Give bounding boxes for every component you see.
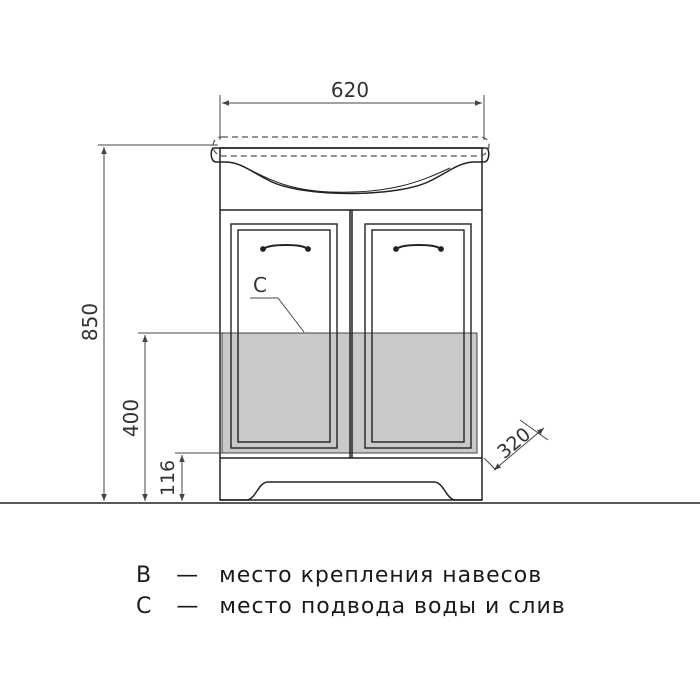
marker-c-pointer (277, 297, 305, 333)
drain-height-dimension (175, 452, 222, 501)
countertop-outline (212, 136, 490, 157)
depth-label: 320 (493, 423, 535, 463)
legend-key-b: B (136, 563, 153, 588)
width-label: 620 (331, 78, 369, 102)
height-dimension (98, 144, 218, 501)
door-left (230, 223, 338, 449)
legend-row-b: B — место крепления навесов (136, 560, 656, 591)
height-label: 850 (78, 303, 102, 341)
legend-dash: — (176, 563, 200, 588)
legend: B — место крепления навесов C — место по… (136, 560, 656, 622)
plinth (220, 481, 482, 501)
width-dimension (219, 95, 485, 140)
legend-text-c: место подвода воды и слив (219, 594, 566, 619)
legend-dash: — (176, 594, 200, 619)
connection-height-dimension (138, 332, 222, 501)
marker-c: C (253, 273, 267, 297)
legend-text-b: место крепления навесов (219, 563, 543, 588)
door-right (364, 223, 472, 449)
connection-height-label: 400 (119, 399, 143, 437)
drain-height-label: 116 (157, 460, 179, 496)
legend-row-c: C — место подвода воды и слив (136, 591, 656, 622)
legend-key-c: C (136, 594, 153, 619)
basin (210, 147, 490, 195)
depth-dimension (483, 419, 549, 471)
